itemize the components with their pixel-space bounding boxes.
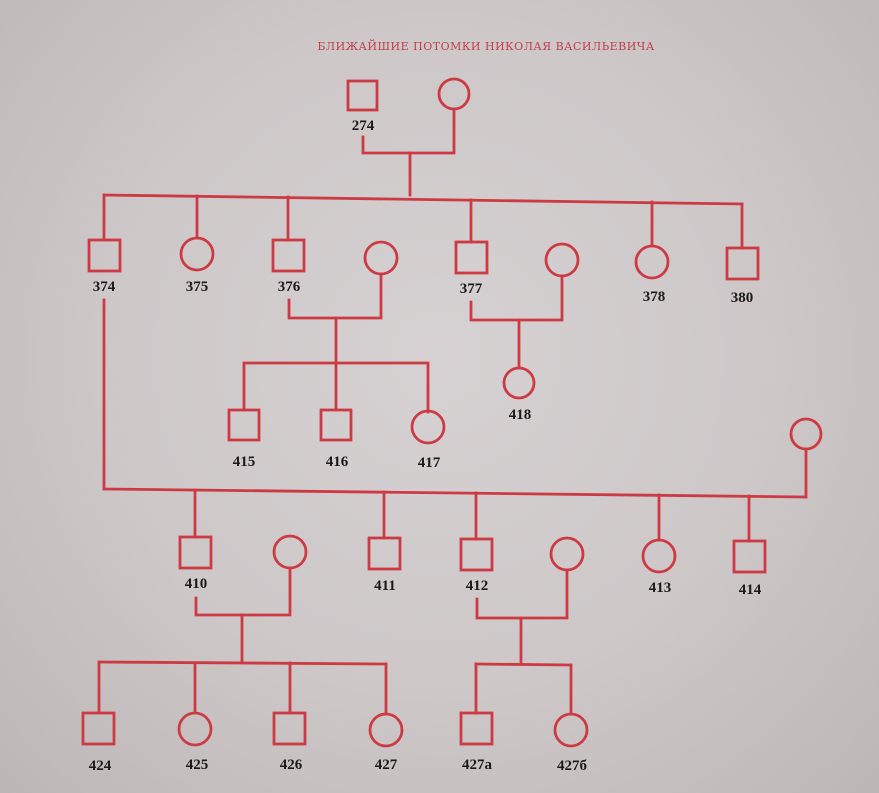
female-427b	[553, 712, 589, 748]
label-427: 427	[375, 757, 398, 773]
label-410: 410	[185, 576, 208, 592]
male-427a	[459, 711, 494, 746]
male-411	[367, 536, 402, 571]
male-376	[271, 238, 306, 273]
label-412: 412	[466, 578, 489, 594]
male-426	[272, 711, 307, 746]
label-376: 376	[278, 279, 301, 295]
male-416	[319, 408, 353, 442]
label-416: 416	[326, 454, 349, 470]
sibship-line-gen2	[102, 193, 744, 206]
male-374	[87, 238, 122, 273]
label-377: 377	[460, 281, 483, 297]
female-425	[177, 711, 213, 747]
male-412	[459, 537, 494, 572]
label-413: 413	[649, 580, 672, 596]
male-377	[454, 240, 489, 275]
female-412-spouse	[549, 536, 585, 572]
label-415: 415	[233, 454, 256, 470]
sibship-line-410	[97, 660, 388, 666]
female-427	[368, 712, 404, 748]
male-380	[725, 246, 760, 281]
label-424: 424	[89, 758, 112, 774]
female-377-spouse	[544, 242, 580, 278]
female-410-spouse	[272, 534, 308, 570]
female-417	[410, 409, 446, 445]
female-375	[179, 236, 215, 272]
label-427b: 427б	[557, 758, 587, 774]
label-418: 418	[509, 407, 532, 423]
marriage-line-377	[469, 274, 564, 322]
female-418	[502, 366, 536, 400]
marriage-line-410	[194, 566, 292, 617]
female-274-spouse	[437, 77, 471, 111]
label-426: 426	[280, 757, 303, 773]
male-410	[178, 535, 213, 570]
female-376-spouse	[363, 240, 399, 276]
male-414	[732, 539, 767, 574]
marriage-line-274	[361, 107, 456, 155]
male-274	[346, 79, 379, 112]
label-374: 374	[93, 279, 116, 295]
label-425: 425	[186, 757, 209, 773]
marriage-line-374	[102, 487, 808, 499]
chart-title: БЛИЖАЙШИЕ ПОТОМКИ НИКОЛАЯ ВАСИЛЬЕВИЧА	[317, 39, 654, 53]
female-413	[641, 538, 677, 574]
label-427a: 427а	[462, 757, 493, 773]
female-378	[634, 244, 670, 280]
label-380: 380	[731, 290, 754, 306]
sibship-line-412	[474, 662, 573, 667]
label-274: 274	[352, 118, 375, 134]
male-415	[227, 408, 261, 442]
label-411: 411	[374, 578, 396, 594]
label-375: 375	[186, 279, 209, 295]
label-378: 378	[643, 289, 666, 305]
sibship-line-376	[242, 361, 430, 414]
label-417: 417	[418, 455, 441, 471]
female-374-spouse	[789, 417, 823, 451]
male-424	[81, 711, 116, 746]
marriage-line-412	[475, 568, 569, 620]
marriage-line-376	[287, 272, 383, 320]
label-414: 414	[739, 582, 762, 598]
